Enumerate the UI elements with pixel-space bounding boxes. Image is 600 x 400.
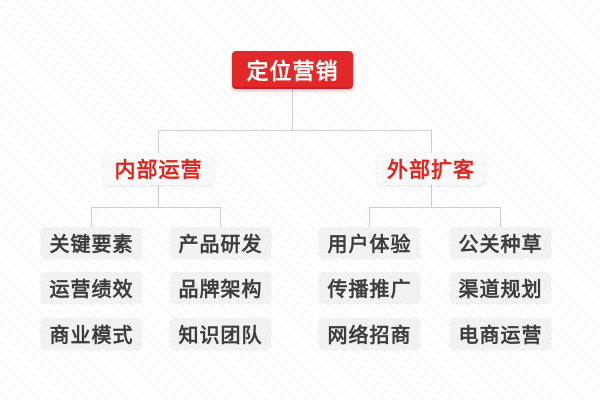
leaf-node-knowledge-team: 知识团队 [170, 318, 271, 349]
connector-line [91, 207, 92, 227]
connector-line [369, 207, 501, 208]
leaf-node-business-model: 商业模式 [41, 318, 142, 349]
connector-line [158, 185, 159, 207]
leaf-node-user-experience: 用户体验 [319, 227, 420, 258]
leaf-node-online-investment: 网络招商 [319, 318, 420, 349]
branch-node-external-customer-expansion: 外部扩客 [377, 153, 485, 185]
leaf-node-pr-seeding: 公关种草 [450, 227, 551, 258]
connector-line [220, 207, 221, 227]
connector-line [431, 185, 432, 207]
leaf-node-promotion: 传播推广 [319, 272, 420, 303]
leaf-node-product-rnd: 产品研发 [170, 227, 271, 258]
connector-line [369, 207, 370, 227]
connector-line [91, 207, 221, 208]
leaf-node-channel-planning: 渠道规划 [450, 272, 551, 303]
leaf-node-ecommerce-ops: 电商运营 [450, 318, 551, 349]
connector-line [158, 130, 432, 131]
root-node-positioning-marketing: 定位营销 [232, 51, 353, 89]
leaf-node-brand-architecture: 品牌架构 [170, 272, 271, 303]
branch-node-internal-operations: 内部运营 [104, 153, 213, 185]
connector-line [500, 207, 501, 227]
connector-line [158, 130, 159, 153]
connector-line [431, 130, 432, 153]
leaf-node-key-elements: 关键要素 [41, 227, 142, 258]
connector-line [292, 89, 293, 130]
leaf-node-operation-kpi: 运营绩效 [41, 272, 142, 303]
